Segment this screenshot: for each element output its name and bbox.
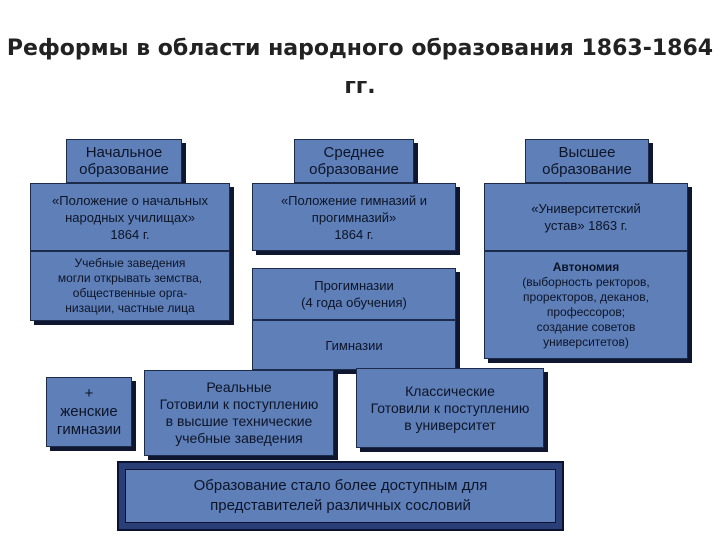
classical-gymnasia-box: Классические Готовили к поступлению в ун… bbox=[356, 368, 544, 448]
classical-gymnasia-details: Готовили к поступлению в университет bbox=[370, 399, 530, 433]
primary-education-document: «Положение о начальных народных училищах… bbox=[30, 183, 230, 251]
gymnasia-box: Гимназии bbox=[252, 320, 456, 370]
real-gymnasia-title: Реальные bbox=[206, 379, 272, 395]
result-box: Образование стало более доступным для пр… bbox=[117, 461, 564, 531]
real-gymnasia-details: Готовили к поступлению в высшие техничес… bbox=[159, 396, 319, 446]
classical-gymnasia-title: Классические bbox=[405, 382, 495, 399]
page-title: Реформы в области народного образования … bbox=[6, 36, 714, 99]
autonomy-details: (выборность ректоров, проректоров, декан… bbox=[522, 275, 650, 349]
secondary-education-document: «Положение гимназий и прогимназий» 1864 … bbox=[252, 183, 456, 251]
higher-education-header: Высшее образование bbox=[525, 139, 649, 183]
womens-gymnasia-box: + женские гимназии bbox=[46, 377, 132, 447]
result-text: Образование стало более доступным для пр… bbox=[125, 469, 556, 523]
primary-education-details: Учебные заведения могли открывать земств… bbox=[30, 251, 230, 321]
real-gymnasia-box: Реальные Готовили к поступлению в высшие… bbox=[144, 370, 334, 456]
autonomy-title: Автономия bbox=[552, 260, 620, 274]
progymnasia-box: Прогимназии (4 года обучения) bbox=[252, 268, 456, 320]
secondary-education-header: Среднее образование bbox=[294, 139, 414, 183]
higher-education-document: «Университетский устав» 1863 г. bbox=[484, 183, 688, 251]
primary-education-header: Начальное образование bbox=[66, 139, 182, 183]
autonomy-box: Автономия (выборность ректоров, проректо… bbox=[484, 251, 688, 359]
